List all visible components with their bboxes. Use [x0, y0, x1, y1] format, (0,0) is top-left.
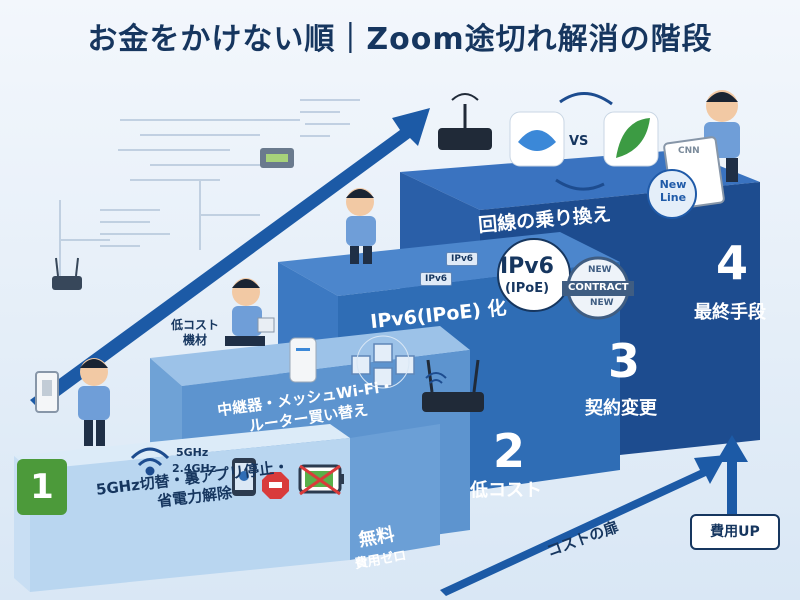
step-2-number: 2	[493, 424, 526, 478]
stamp-bottom-label: NEW	[590, 298, 614, 308]
step-1-number: 1	[17, 459, 67, 515]
stamp-top-label: NEW	[588, 265, 612, 275]
low-cost-gear-line1: 低コスト	[171, 318, 220, 332]
switch-icon	[260, 148, 294, 168]
step-3-cost: 契約変更	[585, 398, 657, 419]
page-title: お金をかけない順｜Zoom途切れ解消の階段	[87, 22, 713, 57]
smartphone-icon	[232, 458, 256, 496]
wifi-icon	[130, 447, 170, 476]
contract-document-icon	[647, 136, 725, 219]
step-4-cost: 最終手段	[694, 302, 766, 323]
switch-arrows-icon	[555, 92, 613, 191]
step-3-number: 3	[608, 334, 641, 388]
ipv6-chip: IPv6	[420, 272, 453, 286]
contract-stamp-icon	[562, 256, 634, 320]
wifi-icon	[425, 372, 447, 384]
stamp-mid-label: CONTRACT	[568, 282, 629, 293]
router-icon	[422, 359, 484, 412]
step-4-number: 4	[716, 236, 749, 290]
new-line-badge: New Line	[648, 178, 698, 220]
stop-icon	[262, 472, 289, 499]
new-line-text-1: New	[659, 178, 687, 191]
cost-arrow-icon	[440, 455, 726, 596]
cost-up-arrow-icon	[716, 435, 748, 515]
arrow-up-icon	[30, 108, 430, 410]
step-1-cost: 無料 費用ゼロ	[348, 519, 408, 572]
network-schematic	[59, 99, 360, 280]
ipv6-badge-text: IPv6 (IPoE)	[500, 256, 554, 300]
low-cost-gear-label: 低コスト 機材	[171, 318, 219, 348]
low-cost-gear-line2: 機材	[183, 333, 208, 347]
ipv6-chip: IPv6	[446, 252, 479, 266]
mesh-cube-icon	[351, 335, 415, 389]
wifi-24ghz-label: 2.4GHz	[172, 462, 217, 475]
person-icon	[78, 358, 110, 446]
person-icon	[225, 278, 275, 346]
wifi-extender-icon	[289, 337, 317, 383]
battery-off-icon	[298, 464, 344, 496]
provider-logo-icon	[603, 111, 659, 167]
cnn-label: CNN	[678, 146, 700, 156]
wifi-5ghz-label: 5GHz	[176, 446, 209, 459]
step-2-cost: 低コスト	[470, 480, 542, 501]
person-icon	[346, 188, 376, 264]
router-icon	[438, 93, 492, 150]
ipv6-big-label: IPv6	[500, 254, 554, 279]
ipoe-label: (IPoE)	[504, 281, 550, 296]
new-line-text-2: Line	[659, 191, 687, 204]
light-switch-icon	[35, 371, 59, 413]
cost-up-label: 費用UP	[690, 514, 780, 550]
router-icon	[52, 257, 82, 290]
provider-logo-icon	[509, 111, 565, 167]
vs-label: VS	[569, 134, 589, 149]
